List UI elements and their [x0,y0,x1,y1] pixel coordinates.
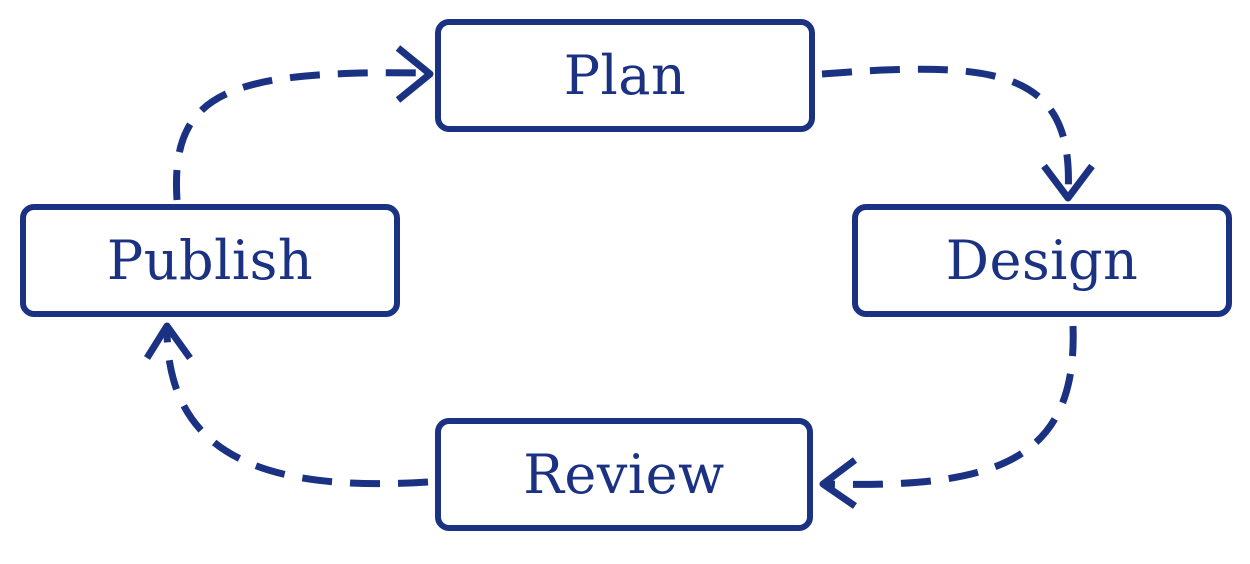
node-publish: Publish [20,204,400,317]
node-plan-label: Plan [563,44,687,107]
edge-design-to-review [825,325,1077,488]
edge-publish-to-plan-arrowhead [395,45,434,103]
node-review-label: Review [523,443,725,506]
edge-publish-to-plan [172,69,429,201]
node-design: Design [852,204,1232,317]
edge-plan-to-design-arrowhead [1041,163,1095,202]
node-review: Review [435,418,813,531]
node-plan: Plan [435,19,815,132]
edge-review-to-publish [163,329,429,488]
edge-review-to-publish-arrowhead [144,322,193,361]
edge-design-to-review-arrowhead [819,457,858,509]
edge-plan-to-design [821,65,1072,196]
node-design-label: Design [945,229,1139,292]
node-publish-label: Publish [106,229,314,292]
